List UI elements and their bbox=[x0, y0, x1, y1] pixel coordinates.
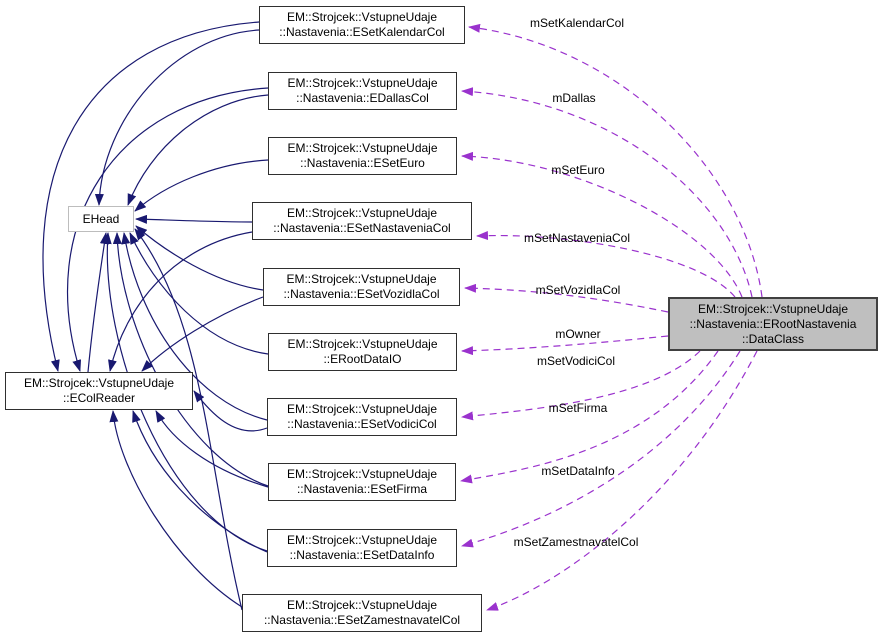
usage-edge-eroot-nastavenia-dataclass-to-eset-vozidla-col bbox=[464, 283, 669, 313]
usage-edge-eroot-nastavenia-dataclass-to-eset-zamestnavatel-col bbox=[486, 350, 758, 611]
node-label-line: ::Nastavenia::ESetDataInfo bbox=[289, 548, 435, 562]
node-label-line: EM::Strojcek::VstupneUdaje bbox=[287, 76, 438, 90]
node-eset-kalendar-col[interactable]: EM::Strojcek::VstupneUdaje::Nastavenia::… bbox=[259, 6, 465, 44]
node-ehead: EHead bbox=[68, 206, 134, 232]
node-label-line: EM::Strojcek::VstupneUdaje bbox=[23, 376, 175, 390]
usage-edge-eroot-nastavenia-dataclass-to-eset-data-info bbox=[461, 350, 741, 548]
node-label-line: EM::Strojcek::VstupneUdaje bbox=[697, 301, 849, 316]
inheritance-edge-eset-vodici-col-to-ehead bbox=[121, 232, 268, 421]
node-label-line: EM::Strojcek::VstupneUdaje bbox=[286, 272, 437, 286]
node-eset-euro[interactable]: EM::Strojcek::VstupneUdaje::Nastavenia::… bbox=[268, 137, 457, 175]
inheritance-edge-eset-kalendar-col-to-ehead bbox=[94, 29, 260, 206]
node-eset-vozidla-col[interactable]: EM::Strojcek::VstupneUdaje::Nastavenia::… bbox=[263, 268, 460, 306]
node-label-line: EM::Strojcek::VstupneUdaje bbox=[286, 10, 438, 24]
inheritance-edge-eset-euro-to-ehead bbox=[134, 159, 269, 212]
inheritance-edge-eset-firma-to-ecol-reader bbox=[155, 410, 269, 488]
usage-edge-eroot-nastavenia-dataclass-to-eset-firma bbox=[460, 350, 719, 484]
node-eset-data-info[interactable]: EM::Strojcek::VstupneUdaje::Nastavenia::… bbox=[267, 529, 457, 567]
inheritance-edge-eset-data-info-to-ecol-reader bbox=[132, 410, 268, 553]
edge-label-mSetVodiciCol: mSetVodiciCol bbox=[536, 354, 616, 368]
node-eroot-nastavenia-dataclass: EM::Strojcek::VstupneUdaje::Nastavenia::… bbox=[668, 297, 878, 351]
usage-edge-eroot-nastavenia-dataclass-to-eset-nastavenia-col bbox=[476, 231, 736, 298]
node-label-line: EM::Strojcek::VstupneUdaje bbox=[287, 337, 438, 351]
inheritance-edge-eset-zamestnavatel-col-to-ecol-reader bbox=[109, 410, 243, 608]
node-label-line: ::Nastavenia::ESetVodiciCol bbox=[287, 417, 437, 431]
node-label-line: EM::Strojcek::VstupneUdaje bbox=[286, 206, 438, 220]
inheritance-edge-eroot-data-io-to-ehead bbox=[129, 232, 269, 355]
node-label-line: ::Nastavenia::ESetVozidlaCol bbox=[283, 287, 440, 301]
inheritance-edge-eset-vozidla-col-to-ehead bbox=[135, 225, 264, 291]
node-label-line: EM::Strojcek::VstupneUdaje bbox=[286, 402, 438, 416]
node-eroot-data-io[interactable]: EM::Strojcek::VstupneUdaje::ERootDataIO bbox=[268, 333, 457, 371]
inheritance-edge-ecol-reader-to-ehead bbox=[87, 232, 109, 373]
edge-label-mSetDataInfo: mSetDataInfo bbox=[541, 464, 615, 478]
node-label-line: EM::Strojcek::VstupneUdaje bbox=[286, 467, 438, 481]
node-eset-firma[interactable]: EM::Strojcek::VstupneUdaje::Nastavenia::… bbox=[268, 463, 456, 501]
inheritance-edge-edallas-col-to-ecol-reader bbox=[66, 87, 269, 372]
usage-edge-eroot-nastavenia-dataclass-to-eset-kalendar-col bbox=[468, 23, 763, 298]
inheritance-edge-eset-vodici-col-to-ecol-reader bbox=[193, 390, 268, 432]
node-eset-zamestnavatel-col[interactable]: EM::Strojcek::VstupneUdaje::Nastavenia::… bbox=[242, 594, 482, 632]
node-label-line: ::Nastavenia::ESetNastaveniaCol bbox=[273, 221, 451, 235]
node-label-line: EM::Strojcek::VstupneUdaje bbox=[287, 141, 438, 155]
node-eset-vodici-col[interactable]: EM::Strojcek::VstupneUdaje::Nastavenia::… bbox=[267, 398, 457, 436]
node-label-line: ::Nastavenia::EDallasCol bbox=[296, 91, 429, 105]
node-label-line: ::Nastavenia::ESetFirma bbox=[296, 482, 428, 496]
inheritance-edge-eset-nastavenia-col-to-ecol-reader bbox=[108, 231, 253, 372]
node-label-line: ::EColReader bbox=[62, 391, 136, 405]
edge-label-mSetNastaveniaCol: mSetNastaveniaCol bbox=[523, 231, 631, 245]
node-label-line: ::Nastavenia::ESetEuro bbox=[300, 156, 425, 170]
edge-label-mSetZamestnavatelCol: mSetZamestnavatelCol bbox=[513, 535, 639, 549]
inheritance-edge-eset-vozidla-col-to-ecol-reader bbox=[141, 296, 264, 372]
inheritance-edge-edallas-col-to-ehead bbox=[127, 94, 269, 206]
edge-label-mOwner: mOwner bbox=[555, 327, 601, 341]
edge-label-mSetEuro: mSetEuro bbox=[551, 163, 605, 177]
node-label-line: ::Nastavenia::ESetZamestnavatelCol bbox=[263, 613, 461, 627]
node-edallas-col[interactable]: EM::Strojcek::VstupneUdaje::Nastavenia::… bbox=[268, 72, 457, 110]
node-label-line: ::Nastavenia::ESetKalendarCol bbox=[279, 25, 445, 39]
node-label-line: EM::Strojcek::VstupneUdaje bbox=[286, 533, 438, 547]
node-label-line: ::DataClass bbox=[741, 331, 805, 346]
edge-label-mSetFirma: mSetFirma bbox=[548, 401, 608, 415]
node-label-line: EM::Strojcek::VstupneUdaje bbox=[286, 598, 438, 612]
node-ecol-reader[interactable]: EM::Strojcek::VstupneUdaje::EColReader bbox=[5, 372, 193, 410]
edge-label-mSetKalendarCol: mSetKalendarCol bbox=[529, 16, 625, 30]
inheritance-edge-eset-nastavenia-col-to-ehead bbox=[135, 214, 253, 224]
usage-edge-eroot-nastavenia-dataclass-to-eroot-data-io bbox=[461, 335, 669, 356]
node-label-line: EHead bbox=[82, 211, 120, 226]
node-eset-nastavenia-col[interactable]: EM::Strojcek::VstupneUdaje::Nastavenia::… bbox=[252, 202, 472, 240]
usage-edge-eroot-nastavenia-dataclass-to-eset-vodici-col bbox=[461, 350, 701, 421]
edge-label-mSetVozidlaCol: mSetVozidlaCol bbox=[535, 283, 621, 297]
usage-edge-eroot-nastavenia-dataclass-to-eset-euro bbox=[461, 151, 743, 298]
node-label-line: ::ERootDataIO bbox=[323, 352, 402, 366]
inheritance-edge-eset-zamestnavatel-col-to-ehead bbox=[134, 228, 243, 611]
usage-edge-eroot-nastavenia-dataclass-to-edallas-col bbox=[461, 87, 753, 298]
edge-label-mDallas: mDallas bbox=[552, 91, 596, 105]
inheritance-edge-eset-kalendar-col-to-ecol-reader bbox=[42, 21, 260, 372]
node-label-line: ::Nastavenia::ERootNastavenia bbox=[689, 316, 857, 331]
